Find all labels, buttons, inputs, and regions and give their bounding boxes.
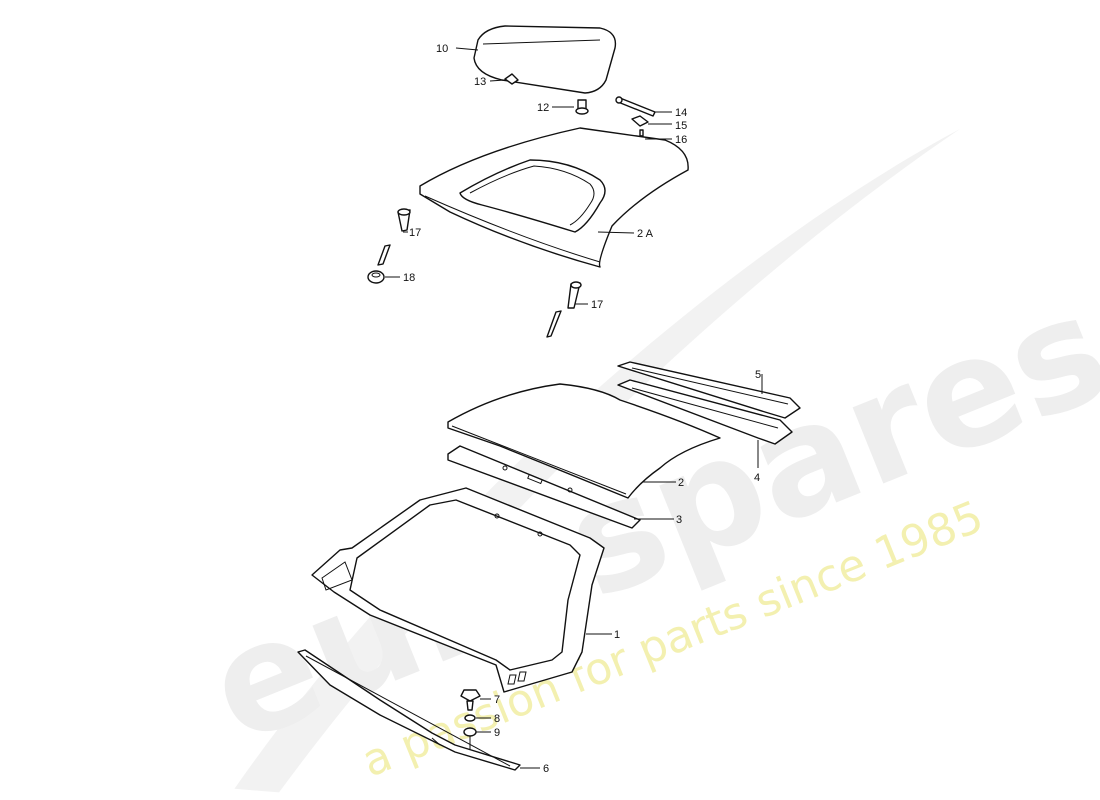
header-strip <box>447 445 641 529</box>
callout-14: 14 <box>675 107 687 119</box>
nut-hardware <box>463 727 477 737</box>
sunroof-panel <box>473 25 617 94</box>
stud-part-center <box>546 281 582 338</box>
bolt-hardware <box>460 689 481 711</box>
clip-part <box>504 73 519 85</box>
callout-13: 13 <box>474 76 486 88</box>
bolt-part <box>575 99 589 115</box>
leader-lines <box>385 47 763 769</box>
callout-labels: 10 13 12 14 15 16 2 A 17 18 17 5 4 2 3 1… <box>403 43 761 775</box>
callout-12: 12 <box>537 102 549 114</box>
callout-7: 7 <box>494 694 500 706</box>
callout-18: 18 <box>403 272 415 284</box>
callout-9: 9 <box>494 727 500 739</box>
washer-hardware <box>464 714 476 722</box>
callout-8: 8 <box>494 713 500 725</box>
callout-1: 1 <box>614 629 620 641</box>
pin-part <box>615 96 656 117</box>
roof-panel-sunroof <box>419 127 689 268</box>
roof-rail-upper <box>617 361 801 419</box>
grommet-part <box>367 270 385 284</box>
windshield-frame <box>311 487 605 693</box>
rod-part-upper <box>377 244 391 266</box>
roof-panel <box>447 383 721 499</box>
callout-10: 10 <box>436 43 448 55</box>
callout-15: 15 <box>675 120 687 132</box>
callout-16: 16 <box>675 134 687 146</box>
bracket-part <box>631 115 649 127</box>
callout-3: 3 <box>676 514 682 526</box>
watermark-swoosh <box>234 128 961 793</box>
callout-2: 2 <box>678 477 684 489</box>
callout-2a: 2 A <box>637 228 654 240</box>
callout-17-center: 17 <box>591 299 603 311</box>
callout-17-upper: 17 <box>409 227 421 239</box>
roof-rail-lower <box>617 379 793 445</box>
callout-4: 4 <box>754 472 760 484</box>
callout-6: 6 <box>543 763 549 775</box>
stud-part-upper <box>397 208 411 232</box>
callout-5: 5 <box>755 369 761 381</box>
lower-trim-strip <box>297 649 521 771</box>
